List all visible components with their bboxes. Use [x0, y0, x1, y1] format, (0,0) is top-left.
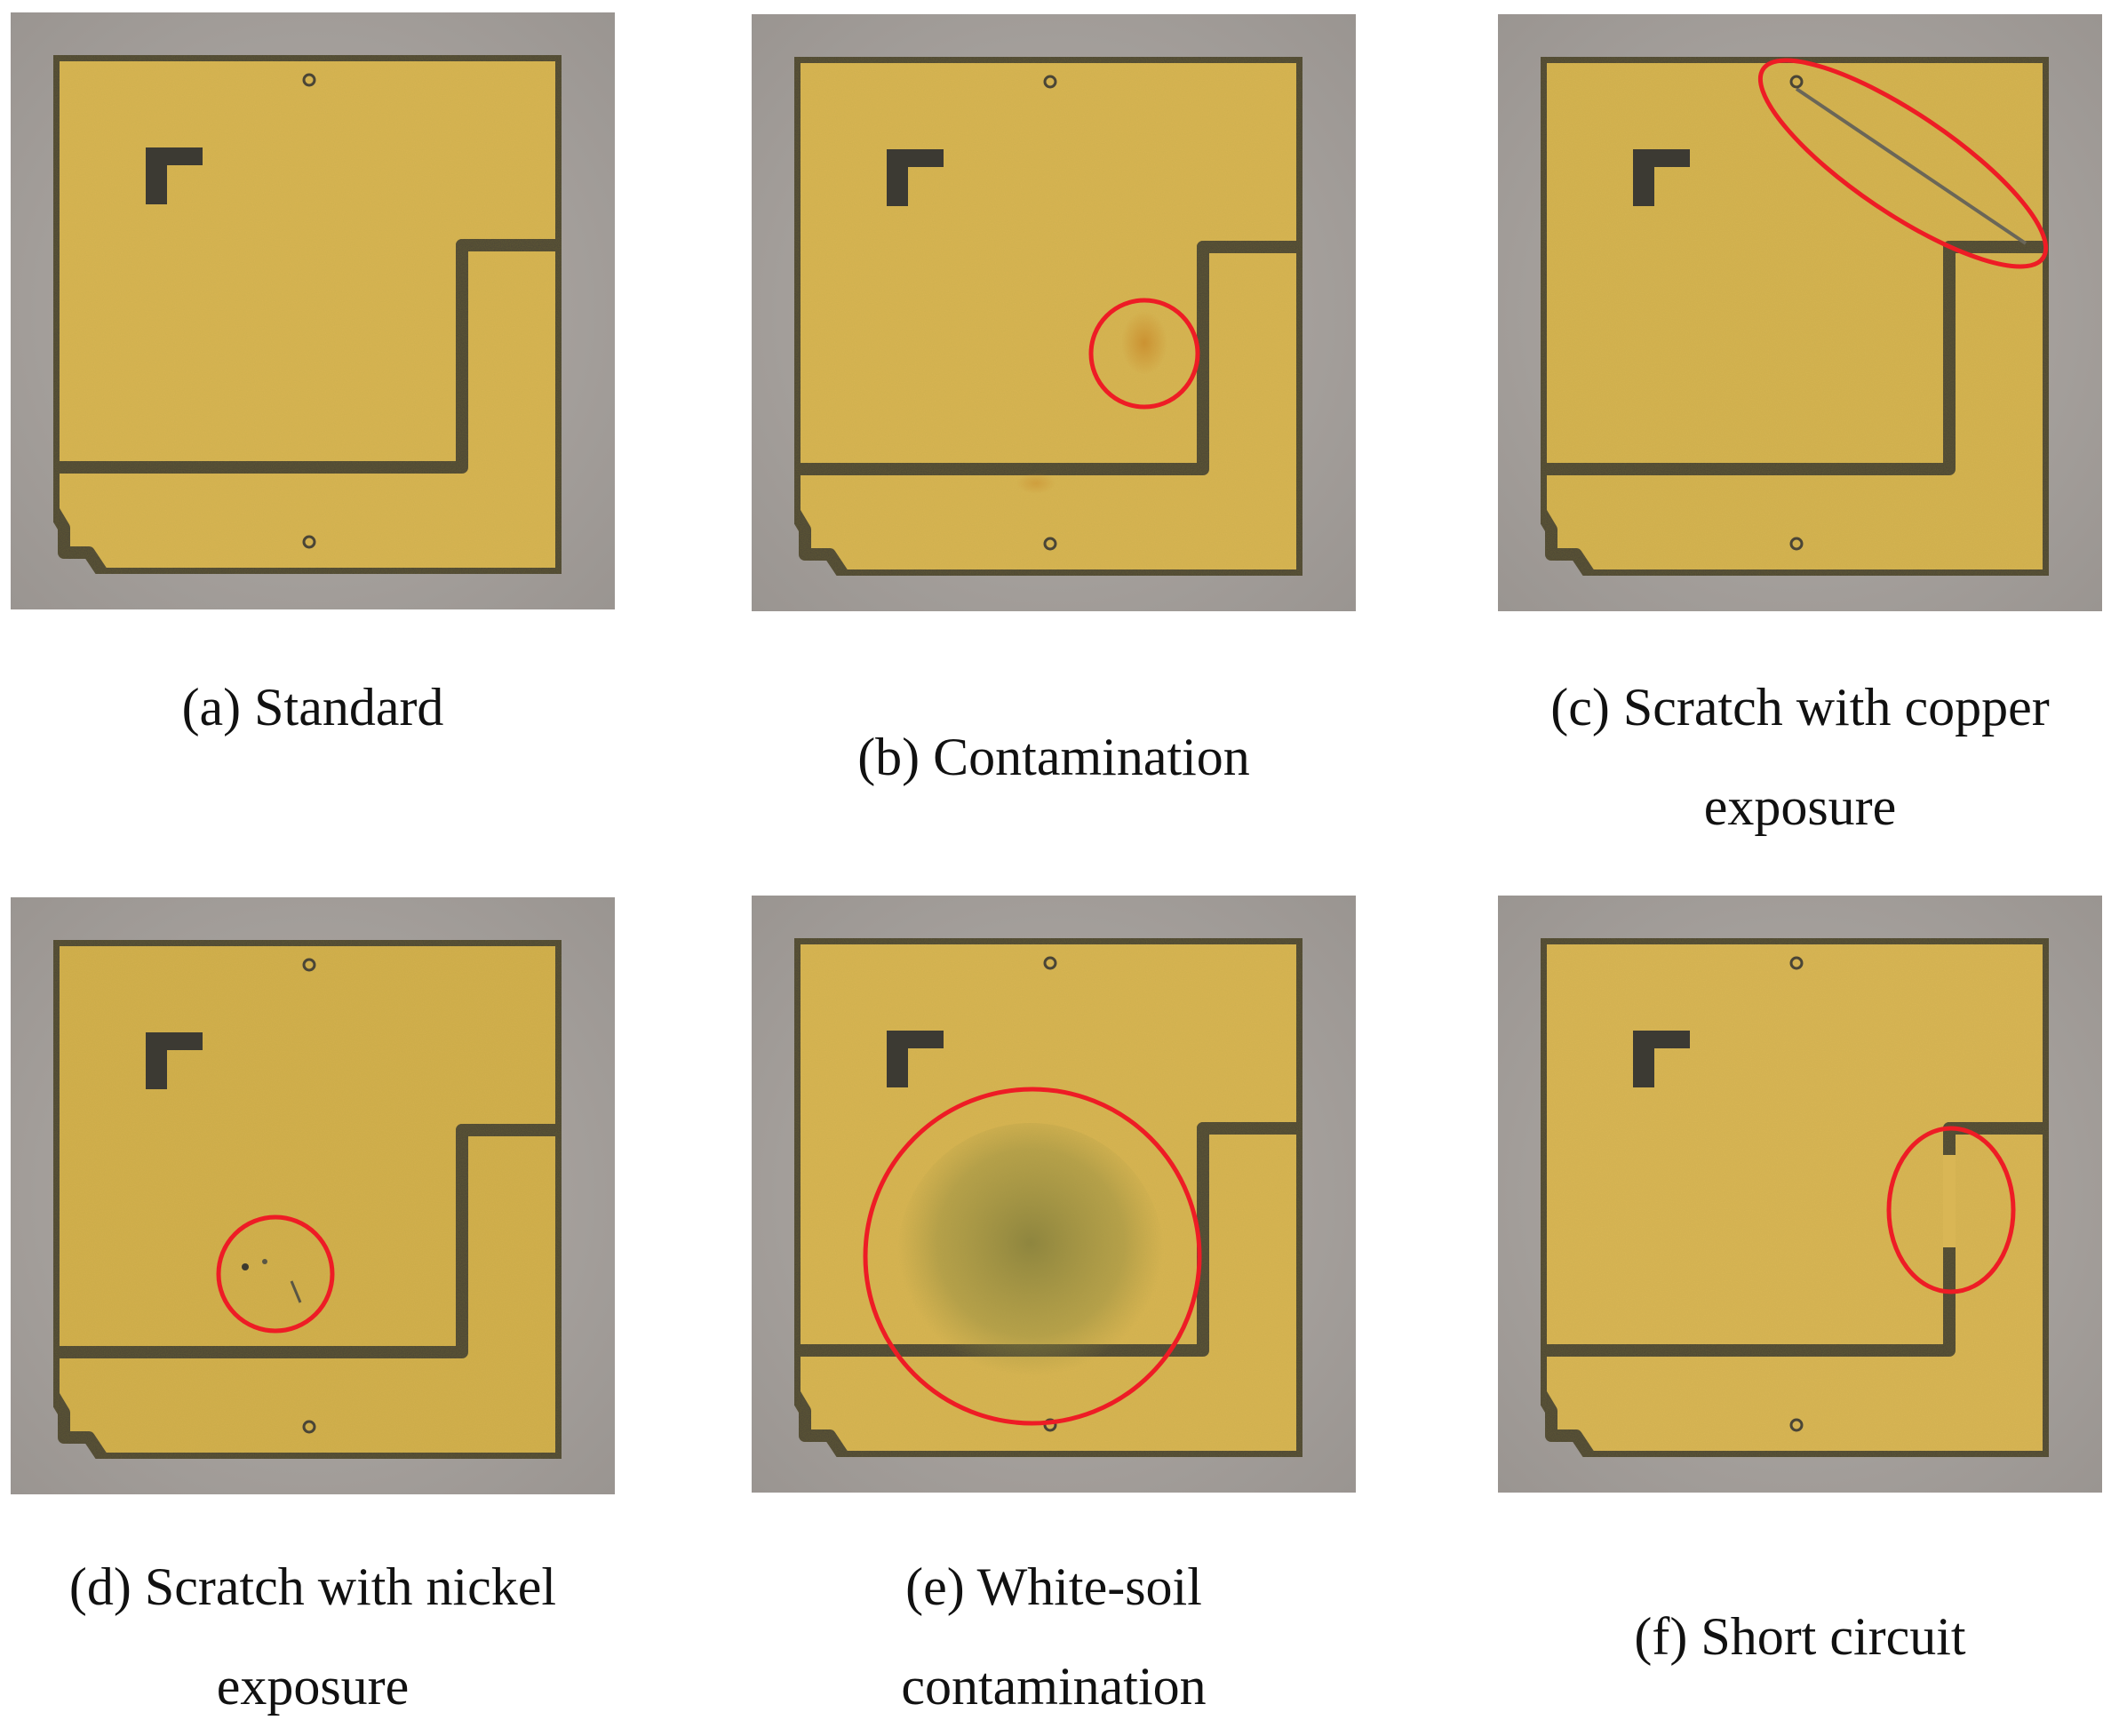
- via-hole-bottom: [302, 1420, 316, 1434]
- fiducial-mark: [146, 147, 203, 204]
- caption-line: (d) Scratch with nickel: [68, 1557, 557, 1616]
- via-hole-top: [302, 73, 316, 87]
- via-hole-bottom: [1789, 537, 1804, 551]
- caption-line: (c) Scratch with copper: [1550, 678, 2050, 737]
- pcb-pad-image: [752, 14, 1356, 611]
- white-soil-area: [897, 1123, 1164, 1390]
- fiducial-mark: [146, 1032, 203, 1089]
- via-hole-top: [1789, 75, 1804, 89]
- gold-pad-lower: [788, 1122, 1309, 1463]
- panel-a-standard-image: [11, 12, 615, 609]
- caption-b: (b) Contamination: [716, 707, 1391, 807]
- copper-scratch-line: [1795, 87, 2027, 245]
- contamination-stain: [1121, 311, 1167, 375]
- gold-pad-lower: [1534, 241, 2055, 582]
- nickel-speck: [262, 1259, 267, 1264]
- via-hole-top: [1043, 75, 1057, 89]
- caption-c: (c) Scratch with copper exposure: [1462, 657, 2111, 856]
- pcb-pad-image: [11, 12, 615, 609]
- gold-pad-group: [1534, 932, 2055, 1463]
- fiducial-mark: [887, 149, 944, 206]
- gold-pad-lower: [47, 239, 568, 580]
- caption-a: (a) Standard: [0, 657, 650, 757]
- pcb-pad-image: [1498, 896, 2102, 1493]
- nickel-speck: [242, 1263, 249, 1270]
- panel-f-short-circuit-image: [1498, 896, 2102, 1493]
- fiducial-mark: [1633, 1031, 1690, 1087]
- via-hole-top: [302, 958, 316, 972]
- pcb-pad-image: [1498, 14, 2102, 611]
- fiducial-mark: [887, 1031, 944, 1087]
- caption-line: exposure: [216, 1657, 410, 1716]
- caption-line: contamination: [901, 1657, 1207, 1716]
- via-hole-top: [1789, 956, 1804, 970]
- pcb-pad-image: [752, 896, 1356, 1493]
- gold-pad-group: [47, 49, 568, 580]
- gold-pad-group: [788, 51, 1309, 582]
- via-hole-top: [1043, 956, 1057, 970]
- defect-marker-circle: [863, 1087, 1202, 1426]
- via-hole-bottom: [302, 535, 316, 549]
- caption-d: (d) Scratch with nickel exposure: [0, 1537, 650, 1736]
- fiducial-mark: [1633, 149, 1690, 206]
- nickel-scratch: [290, 1280, 302, 1303]
- caption-f: (f) Short circuit: [1462, 1587, 2111, 1686]
- minor-stain: [1016, 473, 1056, 494]
- gold-pad-lower: [47, 1124, 568, 1465]
- caption-line: (f) Short circuit: [1634, 1607, 1966, 1666]
- pcb-pad-image: [11, 897, 615, 1494]
- caption-line: (e) White-soil: [905, 1557, 1202, 1616]
- gold-pad-group: [47, 934, 568, 1465]
- caption-line: (a) Standard: [181, 678, 444, 737]
- caption-line: exposure: [1703, 777, 1897, 836]
- short-circuit-bridge: [1943, 1155, 1956, 1247]
- via-hole-bottom: [1789, 1418, 1804, 1432]
- caption-line: (b) Contamination: [857, 728, 1250, 786]
- defect-marker-circle: [1088, 298, 1200, 410]
- via-hole-bottom: [1043, 537, 1057, 551]
- defect-marker-ellipse: [1886, 1126, 2016, 1294]
- defect-marker-ellipse: [1757, 58, 2049, 269]
- caption-e: (e) White-soil contamination: [716, 1537, 1391, 1736]
- defect-marker-circle: [216, 1214, 335, 1334]
- via-hole-bottom: [1043, 1418, 1057, 1432]
- panel-c-scratch-copper-image: [1498, 14, 2102, 611]
- panel-e-white-soil-image: [752, 896, 1356, 1493]
- gold-pad-lower: [788, 241, 1309, 582]
- panel-d-scratch-nickel-image: [11, 897, 615, 1494]
- panel-b-contamination-image: [752, 14, 1356, 611]
